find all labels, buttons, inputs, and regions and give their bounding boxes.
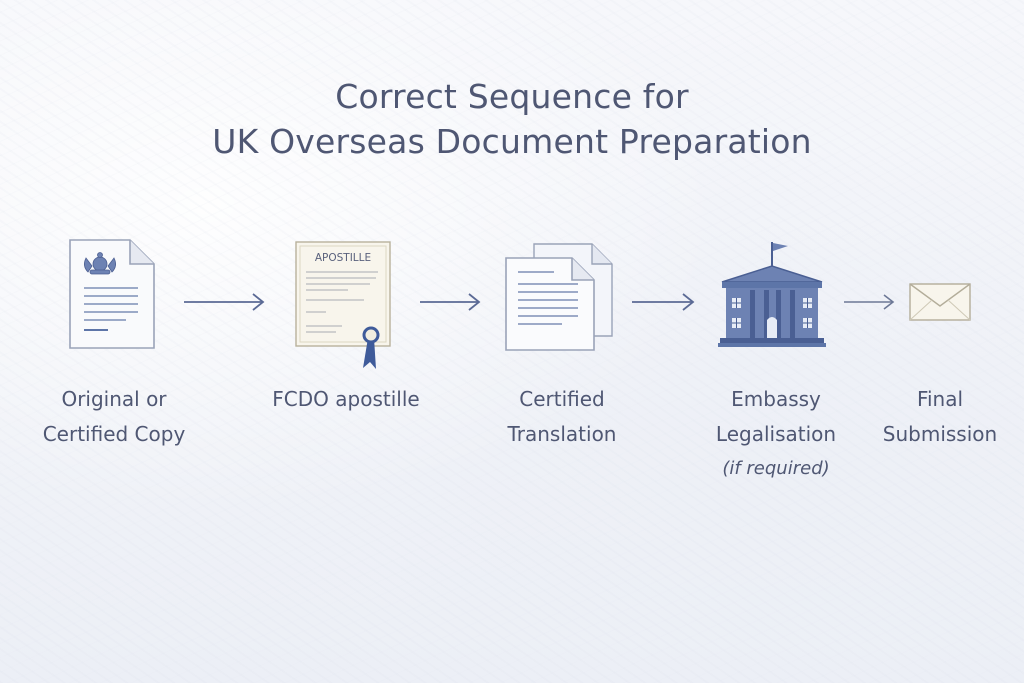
step-4-conditional-note: (if required) (722, 458, 830, 479)
title-line-2: UK Overseas Document Preparation (212, 122, 812, 161)
flow-arrow-2 (420, 293, 481, 311)
title-line-1: Correct Sequence for (335, 77, 689, 116)
step-5-label-line-2: Submission (882, 422, 998, 446)
step-4-label-line-1: Embassy (731, 387, 821, 411)
step-2-label: FCDO apostille (252, 382, 440, 417)
step-4-label: Embassy Legalisation (if required) (700, 382, 852, 486)
apostille-certificate-icon: APOSTILLE (295, 241, 391, 369)
embassy-building-icon (718, 242, 826, 347)
step-1-label: Original or Certified Copy (22, 382, 206, 452)
step-3-label-line-2: Translation (507, 422, 617, 446)
flow-arrow-1 (184, 293, 265, 311)
step-2-label-line-1: FCDO apostille (272, 387, 420, 411)
step-5-label: Final Submission (868, 382, 1012, 452)
apostille-heading-text: APOSTILLE (315, 252, 371, 264)
step-3-label: Certified Translation (482, 382, 642, 452)
step-1-label-line-1: Original or (61, 387, 167, 411)
flow-arrow-4 (844, 294, 895, 310)
document-crest-icon (69, 239, 155, 349)
step-5-label-line-1: Final (916, 387, 964, 411)
step-3-label-line-1: Certified (519, 387, 605, 411)
step-4-label-line-2: Legalisation (715, 422, 837, 446)
envelope-icon (909, 283, 971, 321)
diagram-title: Correct Sequence for UK Overseas Documen… (0, 74, 1024, 164)
step-1-label-line-2: Certified Copy (42, 422, 186, 446)
flow-arrow-3 (632, 293, 695, 311)
stacked-documents-icon (505, 243, 613, 351)
